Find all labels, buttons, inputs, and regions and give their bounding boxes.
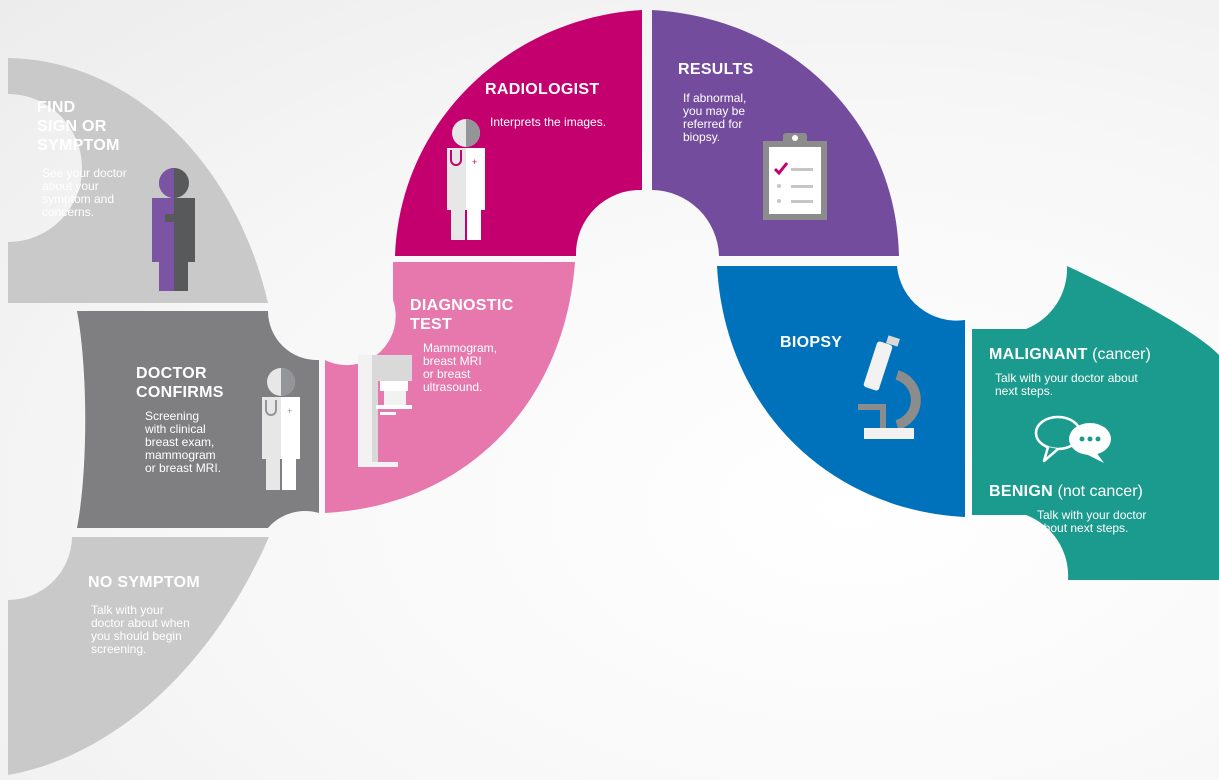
doctor-confirms-description: Screening with clinical breast exam, mam…: [145, 410, 221, 475]
no-symptom-desc-line2: doctor about when: [91, 616, 190, 630]
clipboard-checklist-icon: [763, 133, 827, 220]
diagnostic-test-desc-line1: Mammogram,: [423, 341, 498, 355]
no-symptom-panel: [8, 537, 269, 775]
results-title: RESULTS: [678, 61, 754, 78]
malignant-heading: MALIGNANT (cancer): [989, 345, 1151, 364]
microscope-icon: [858, 335, 921, 439]
benign-desc-line1: Talk with your doctor: [1037, 508, 1147, 522]
diagnostic-test-title: DIAGNOSTIC TEST: [410, 296, 513, 334]
benign-title: BENIGN: [989, 483, 1054, 500]
no-symptom-desc-line1: Talk with your: [91, 603, 164, 617]
malignant-description: Talk with your doctor about next steps.: [995, 372, 1138, 398]
find-sign-title-line3: SYMPTOM: [37, 137, 120, 154]
results-desc-line4: biopsy.: [683, 130, 721, 144]
biopsy-panel: [717, 266, 965, 517]
find-sign-desc-line2: about your: [42, 179, 99, 193]
malignant-desc-line2: next steps.: [995, 384, 1054, 398]
malignant-title: MALIGNANT: [989, 346, 1088, 363]
find-sign-panel: [8, 58, 268, 303]
radiologist-doctor-icon: +: [447, 119, 485, 240]
doctor-confirms-title: DOCTOR CONFIRMS: [136, 364, 224, 402]
doctor-icon: +: [262, 368, 300, 490]
no-symptom-desc-line4: screening.: [91, 642, 147, 656]
doctor-confirms-panel: [77, 311, 319, 528]
find-sign-description: See your doctor about your symptom and c…: [42, 167, 127, 219]
diagnostic-test-title-line1: DIAGNOSTIC: [410, 297, 514, 314]
biopsy-title: BIOPSY: [780, 334, 843, 351]
malignant-subtitle: (cancer): [1092, 346, 1151, 363]
find-sign-desc-line1: See your doctor: [42, 166, 127, 180]
doctor-confirms-desc-line4: mammogram: [145, 448, 216, 462]
results-panel: [652, 10, 899, 256]
find-sign-title-line2: SIGN OR: [37, 118, 107, 135]
find-sign-desc-line3: symptom and: [42, 192, 115, 206]
doctor-confirms-title-line1: DOCTOR: [136, 365, 207, 382]
svg-text:+: +: [472, 157, 477, 167]
diagnostic-test-desc-line2: breast MRI: [423, 354, 482, 368]
results-description: If abnormal, you may be referred for bio…: [683, 92, 746, 144]
benign-subtitle: (not cancer): [1057, 483, 1143, 500]
radiologist-panel: [395, 10, 642, 256]
find-sign-title: FIND SIGN OR SYMPTOM: [37, 98, 120, 155]
no-symptom-title: NO SYMPTOM: [88, 574, 201, 591]
diagnostic-test-desc-line4: ultrasound.: [423, 380, 483, 394]
benign-desc-line2: about next steps.: [1037, 521, 1129, 535]
mammography-machine-icon: [358, 355, 412, 467]
outcomes-panel: [972, 266, 1219, 580]
radiologist-title: RADIOLOGIST: [485, 81, 600, 98]
no-symptom-description: Talk with your doctor about when you sho…: [91, 604, 190, 656]
diagnostic-test-description: Mammogram, breast MRI or breast ultrasou…: [423, 342, 497, 394]
doctor-confirms-desc-line2: with clinical: [145, 422, 206, 436]
person-icon: [152, 168, 195, 291]
doctor-confirms-desc-line3: breast exam,: [145, 435, 215, 449]
svg-text:+: +: [287, 406, 292, 416]
diagnostic-test-title-line2: TEST: [410, 316, 453, 333]
results-desc-line3: referred for: [683, 117, 743, 131]
malignant-desc-line1: Talk with your doctor about: [995, 371, 1138, 385]
speech-bubbles-icon: [1034, 415, 1111, 463]
benign-heading: BENIGN (not cancer): [989, 482, 1143, 501]
diagnostic-test-panel: [325, 262, 575, 513]
find-sign-desc-line4: concerns.: [42, 205, 95, 219]
find-sign-title-line1: FIND: [37, 99, 76, 116]
results-desc-line2: you may be: [683, 104, 746, 118]
diagnostic-test-desc-line3: or breast: [423, 367, 471, 381]
doctor-confirms-desc-line1: Screening: [145, 409, 200, 423]
radiologist-description: Interprets the images.: [490, 115, 607, 129]
benign-description: Talk with your doctor about next steps.: [1037, 509, 1146, 535]
no-symptom-desc-line3: you should begin: [91, 629, 182, 643]
results-desc-line1: If abnormal,: [683, 91, 747, 105]
doctor-confirms-desc-line5: or breast MRI.: [145, 461, 222, 475]
doctor-confirms-title-line2: CONFIRMS: [136, 384, 224, 401]
